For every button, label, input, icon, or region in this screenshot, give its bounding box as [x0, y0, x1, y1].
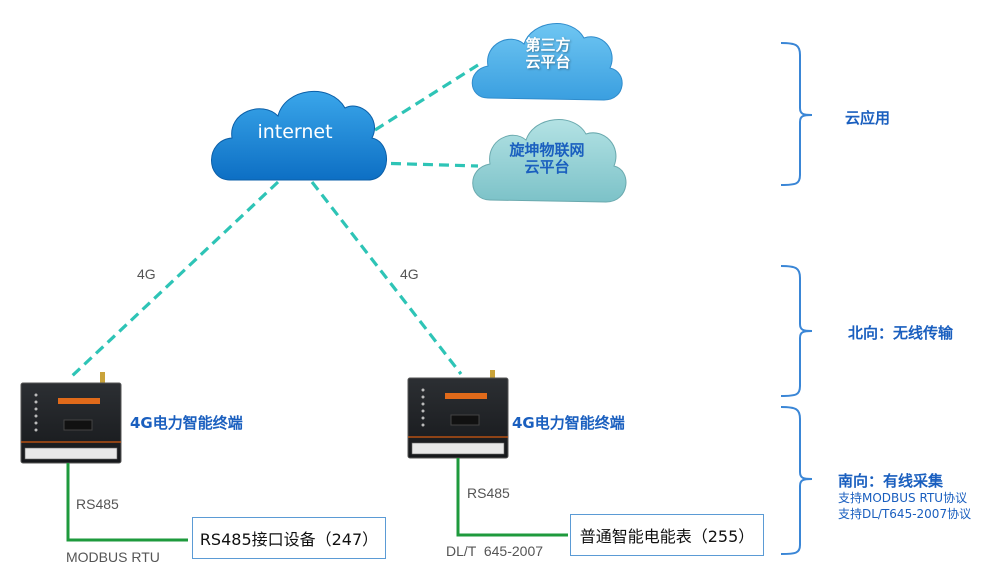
wire-right — [456, 458, 568, 537]
cloud-xuankun-line2: 云平台 — [524, 158, 570, 177]
cloud-xuankun-line1: 旋坤物联网 — [509, 141, 585, 159]
link-internet-xuankun — [374, 161, 479, 168]
layer-north-title: 北向：无线传输 — [848, 324, 954, 342]
link-internet-terminal-left — [70, 180, 280, 378]
cloud-xuankun-label: 旋坤物联网 云平台 — [490, 141, 604, 177]
field-device-left: RS485接口设备（247） — [192, 517, 386, 559]
cloud-third-party-label: 第三方 云平台 — [500, 36, 596, 72]
protocol-left-label: MODBUS RTU — [66, 549, 160, 565]
terminal-device-right-icon — [407, 370, 509, 459]
terminal-device-left-icon — [20, 372, 122, 464]
link-right-label: 4G — [400, 266, 419, 282]
field-device-right-label: 普通智能电能表（255） — [579, 527, 755, 546]
field-device-right: 普通智能电能表（255） — [570, 514, 764, 556]
layer-south-block: 南向：有线采集 支持MODBUS RTU协议 支持DL/T645-2007协议 — [838, 470, 971, 522]
layer-cloud-app-title: 云应用 — [845, 109, 891, 127]
layer-south-title: 南向：有线采集 — [838, 472, 944, 490]
layer-south-note-modbus: 支持MODBUS RTU协议 — [838, 491, 968, 505]
cloud-xuankun-icon — [472, 119, 627, 203]
cloud-third-party-line1: 第三方 — [525, 36, 571, 54]
link-internet-terminal-right — [310, 181, 463, 375]
cloud-internet-label: internet — [257, 121, 333, 143]
network-links — [70, 63, 479, 378]
brace-north — [780, 265, 813, 397]
terminal-left-label: 4G电力智能终端 — [130, 414, 243, 432]
layer-south-note-dlt645: 支持DL/T645-2007协议 — [838, 506, 972, 521]
brace-cloud-app — [780, 42, 813, 186]
link-left-label: 4G — [137, 266, 156, 282]
brace-south — [780, 406, 813, 555]
cloud-third-party-line2: 云平台 — [525, 53, 571, 72]
link-internet-third-party — [374, 63, 479, 132]
field-device-left-label: RS485接口设备（247） — [199, 530, 379, 549]
protocol-right-label: DL/T 645-2007 — [446, 543, 544, 559]
layer-braces — [780, 42, 813, 555]
wire-left — [66, 463, 188, 542]
interface-right-label: RS485 — [467, 485, 510, 501]
cloud-third-party-icon — [471, 23, 623, 101]
cloud-internet-icon — [211, 90, 387, 181]
interface-left-label: RS485 — [76, 496, 119, 512]
terminal-right-label: 4G电力智能终端 — [512, 414, 625, 432]
rs485-wires — [66, 458, 568, 542]
